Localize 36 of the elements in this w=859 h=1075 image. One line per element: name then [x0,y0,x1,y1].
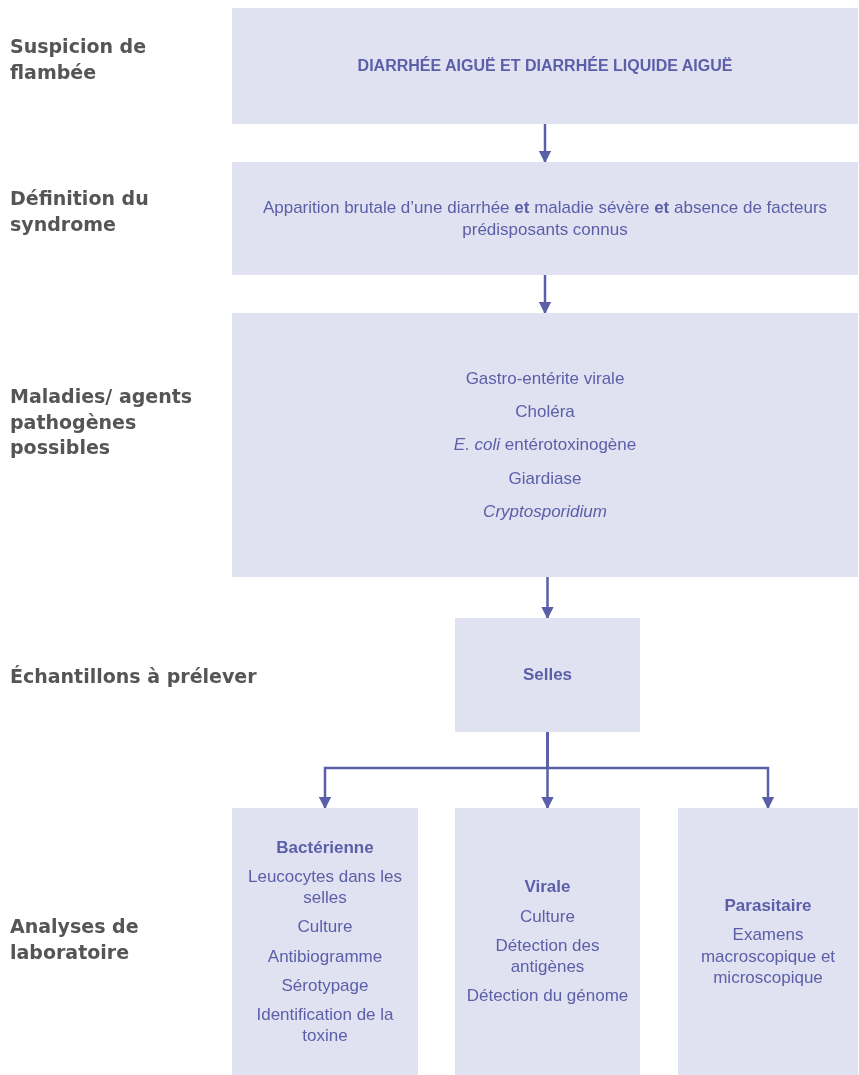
box-text: Choléra [515,401,575,423]
process-box [455,808,640,1075]
box-text: Identification de la toxine [255,1004,395,1047]
box-text: Culture [520,905,575,927]
box-text: Sérotypage [281,974,369,996]
box-text: Antibiogramme [267,945,383,967]
box-heading: Bactérienne [276,836,374,858]
box-heading: Parasitaire [724,895,812,917]
arrow [538,124,552,164]
box-text: Détection des antigènes [494,934,601,978]
process-box [678,808,858,1075]
box-text: Détection du génome [466,985,629,1007]
arrow [538,275,552,315]
box-text: Cryptosporidium [483,500,607,523]
arrow [541,577,554,620]
process-box [232,313,858,577]
row-label: Maladies/ agents pathogènes possibles [10,384,194,461]
row-label: Définition du syndrome [10,186,150,237]
box-text: E. coli entérotoxinogène [453,434,637,456]
row-label: Analyses de laboratoire [10,914,140,965]
process-box [455,618,640,732]
box-text: Leucocytes dans les selles [246,865,403,909]
process-box [232,808,418,1075]
row-label: Suspicion de flambée [10,34,148,85]
row-label: Échantillons à prélever [10,664,258,689]
box-heading: Virale [524,876,571,898]
process-box [232,162,858,275]
process-box [232,8,858,124]
box-text: Examens macroscopique et microscopique [699,924,837,988]
box-heading: DIARRHÉE AIGUË ET DIARRHÉE LIQUIDE AIGUË [357,56,733,76]
arrow [546,732,775,810]
box-text: Gastro-entérite virale [465,367,625,390]
box-heading: Selles [522,664,573,686]
box-text: Apparition brutale d’une diarrhée et maladie sévère et absence de facteurs prédisposants connus [261,197,829,240]
box-text: Culture [297,916,353,938]
box-text: Giardiase [508,467,582,489]
